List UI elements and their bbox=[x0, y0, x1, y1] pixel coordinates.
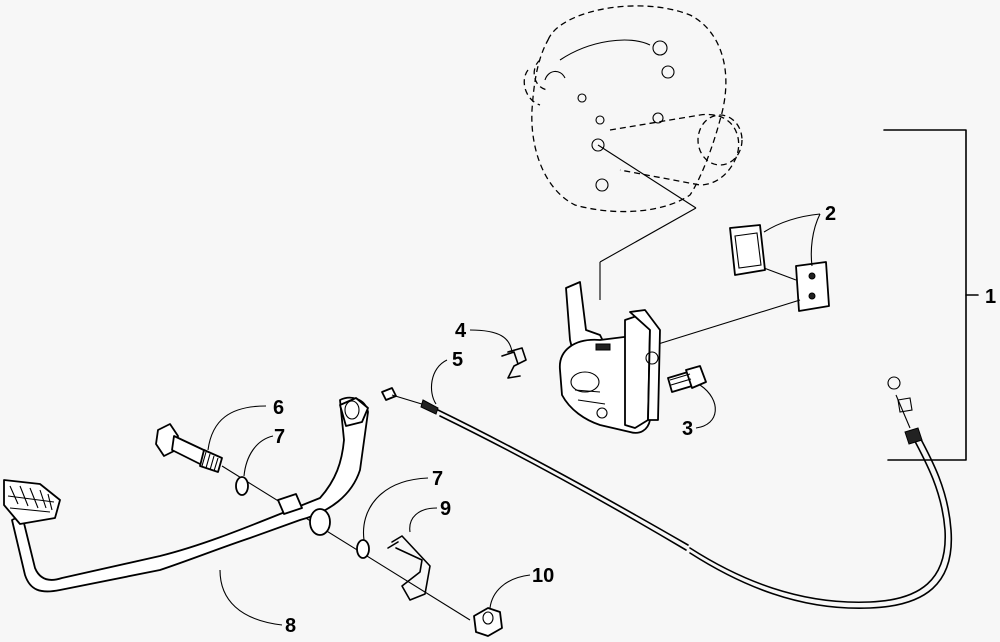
assembly-bracket bbox=[883, 129, 967, 461]
callout-7-upper: 7 bbox=[274, 426, 285, 448]
callout-6: 6 bbox=[273, 397, 284, 419]
callout-3: 3 bbox=[682, 418, 693, 440]
pivot-bolt bbox=[155, 423, 223, 473]
callout-10: 10 bbox=[532, 565, 554, 587]
callout-7-lower: 7 bbox=[432, 468, 443, 490]
callout-9: 9 bbox=[440, 498, 451, 520]
cable-clip bbox=[501, 347, 527, 379]
return-spring bbox=[387, 535, 431, 601]
caliper-bolt bbox=[667, 365, 707, 393]
disc-axis-line-2 bbox=[599, 207, 697, 263]
disc-axis-line bbox=[597, 144, 697, 209]
brake-pedal bbox=[3, 396, 369, 593]
washer-lower bbox=[356, 539, 370, 559]
brake-caliper bbox=[559, 281, 661, 434]
callout-8: 8 bbox=[285, 615, 296, 637]
brake-pad-lower bbox=[795, 261, 830, 312]
callout-4: 4 bbox=[455, 320, 467, 342]
leader-lines bbox=[207, 213, 821, 626]
callout-5: 5 bbox=[452, 349, 463, 371]
brake-disc-reference bbox=[523, 5, 743, 213]
retaining-nut bbox=[473, 607, 503, 637]
pad-to-caliper-line bbox=[654, 299, 801, 346]
pad-axis-line bbox=[763, 267, 797, 281]
pivot-axis-line bbox=[221, 465, 471, 621]
callout-1: 1 bbox=[985, 286, 996, 308]
washer-upper bbox=[235, 476, 249, 496]
brake-pad-upper bbox=[729, 224, 766, 276]
callout-2: 2 bbox=[825, 203, 836, 225]
brake-cable bbox=[381, 376, 953, 610]
